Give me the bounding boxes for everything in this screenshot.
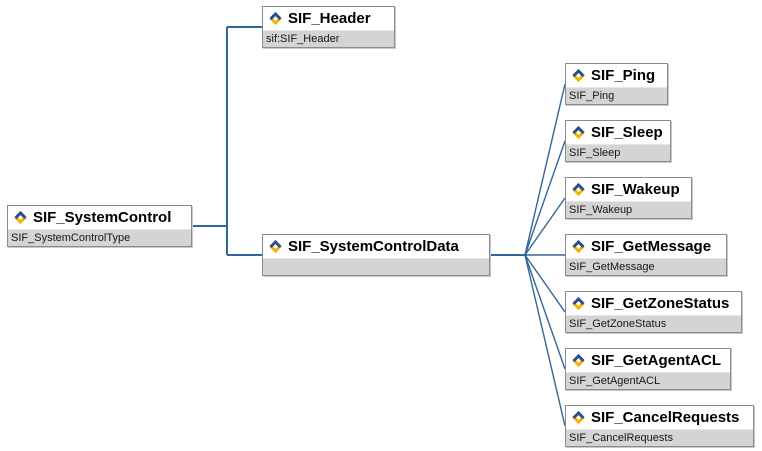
node-title-row: SIF_SystemControl xyxy=(8,206,191,229)
schema-element-icon xyxy=(572,182,585,197)
node-subtitle: SIF_GetAgentACL xyxy=(566,372,730,389)
node-SIF_Header[interactable]: SIF_Header sif:SIF_Header xyxy=(262,6,395,48)
schema-element-icon xyxy=(572,125,585,140)
schema-element-icon xyxy=(572,353,585,368)
node-title-row: SIF_Wakeup xyxy=(566,178,691,201)
connector xyxy=(524,254,566,370)
node-subtitle: SIF_GetZoneStatus xyxy=(566,315,741,332)
connector xyxy=(524,254,566,313)
connector xyxy=(524,197,566,256)
schema-element-icon xyxy=(269,239,282,254)
node-subtitle xyxy=(263,258,489,275)
node-SIF_GetAgentACL[interactable]: SIF_GetAgentACL SIF_GetAgentACL xyxy=(565,348,731,390)
schema-element-icon xyxy=(572,239,585,254)
node-title: SIF_Ping xyxy=(591,67,656,84)
node-subtitle: SIF_SystemControlType xyxy=(8,229,191,246)
node-title-row: SIF_GetAgentACL xyxy=(566,349,730,372)
node-title-row: SIF_GetMessage xyxy=(566,235,726,258)
connector xyxy=(524,254,566,427)
node-title-row: SIF_Sleep xyxy=(566,121,670,144)
node-subtitle: SIF_CancelRequests xyxy=(566,429,753,446)
node-title: SIF_GetMessage xyxy=(591,238,712,255)
node-title-row: SIF_Header xyxy=(263,7,394,30)
node-subtitle: SIF_Wakeup xyxy=(566,201,691,218)
schema-element-icon xyxy=(572,68,585,83)
node-title: SIF_SystemControlData xyxy=(288,238,459,255)
node-title-row: SIF_CancelRequests xyxy=(566,406,753,429)
node-SIF_SystemControlData[interactable]: SIF_SystemControlData xyxy=(262,234,490,276)
node-title: SIF_Sleep xyxy=(591,124,663,141)
schema-element-icon xyxy=(14,210,27,225)
node-title: SIF_GetAgentACL xyxy=(591,352,722,369)
node-title-row: SIF_Ping xyxy=(566,64,667,87)
schema-element-icon xyxy=(572,296,585,311)
node-title: SIF_GetZoneStatus xyxy=(591,295,730,312)
connector xyxy=(524,140,566,256)
schema-element-icon xyxy=(572,410,585,425)
node-subtitle: SIF_GetMessage xyxy=(566,258,726,275)
schema-element-icon xyxy=(269,11,282,26)
node-title-row: SIF_SystemControlData xyxy=(263,235,489,258)
node-subtitle: sif:SIF_Header xyxy=(263,30,394,47)
node-title: SIF_Wakeup xyxy=(591,181,680,198)
node-title: SIF_CancelRequests xyxy=(591,409,740,426)
node-title: SIF_Header xyxy=(288,10,371,27)
node-subtitle: SIF_Sleep xyxy=(566,144,670,161)
node-subtitle: SIF_Ping xyxy=(566,87,667,104)
node-title: SIF_SystemControl xyxy=(33,209,172,226)
node-title-row: SIF_GetZoneStatus xyxy=(566,292,741,315)
connector xyxy=(524,83,566,256)
